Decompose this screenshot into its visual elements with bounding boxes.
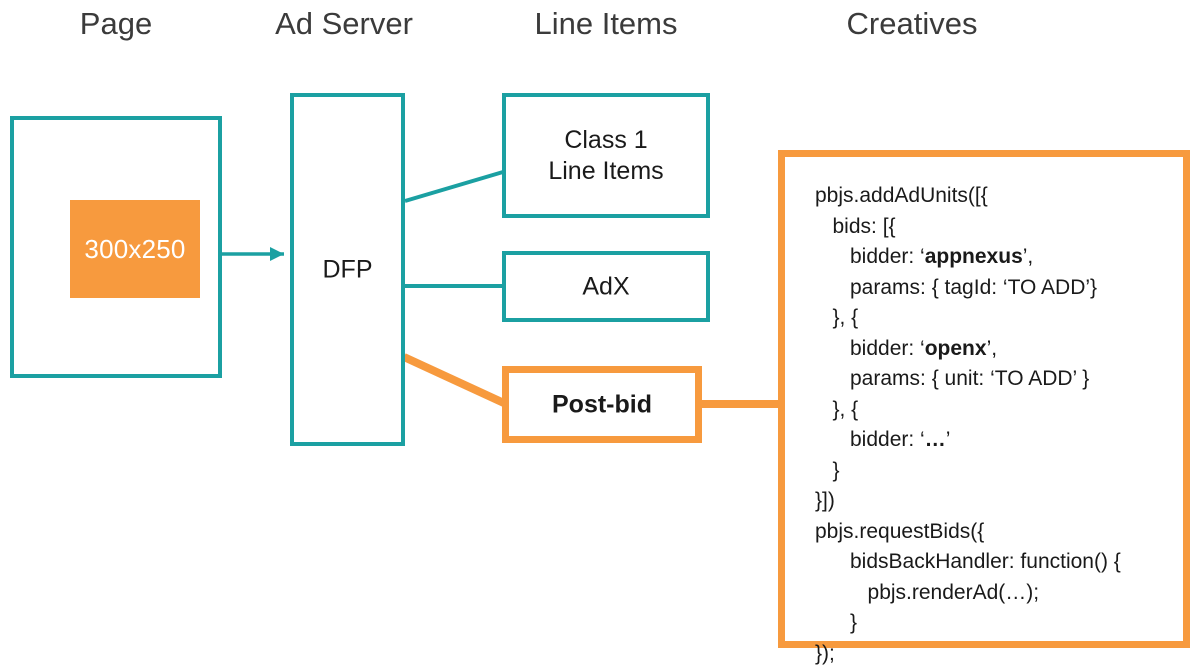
column-header-creatives: Creatives <box>775 8 1049 39</box>
code-line: pbjs.renderAd(…); <box>815 578 1165 609</box>
code-line: bidsBackHandler: function() { <box>815 547 1165 578</box>
dfp-label: DFP <box>294 254 401 285</box>
line-item-box-postbid[interactable]: Post-bid <box>502 366 702 443</box>
code-line: }); <box>815 639 1165 669</box>
code-line: pbjs.addAdUnits([{ <box>815 181 1165 212</box>
line-item-box-adx[interactable]: AdX <box>502 251 710 322</box>
connector-dfp-to-postbid <box>404 357 506 404</box>
creative-code-box[interactable]: pbjs.addAdUnits([{ bids: [{ bidder: ‘app… <box>778 150 1190 648</box>
column-header-ad-server: Ad Server <box>235 8 453 39</box>
column-header-page: Page <box>10 8 222 39</box>
ad-slot-label: 300x250 <box>84 234 185 265</box>
code-line: params: { unit: ‘TO ADD’ } <box>815 364 1165 395</box>
ad-slot-300x250[interactable]: 300x250 <box>70 200 200 298</box>
creative-code-lines: pbjs.addAdUnits([{ bids: [{ bidder: ‘app… <box>815 181 1165 669</box>
code-line: }, { <box>815 303 1165 334</box>
code-line: bidder: ‘openx’, <box>815 334 1165 365</box>
code-line: bidder: ‘appnexus’, <box>815 242 1165 273</box>
column-header-line-items: Line Items <box>500 8 712 39</box>
connector-dfp-to-class1 <box>405 172 503 201</box>
code-line: bids: [{ <box>815 212 1165 243</box>
code-line: } <box>815 456 1165 487</box>
code-line: }]) <box>815 486 1165 517</box>
code-line: params: { tagId: ‘TO ADD’} <box>815 273 1165 304</box>
dfp-box[interactable]: DFP <box>290 93 405 446</box>
code-line: pbjs.requestBids({ <box>815 517 1165 548</box>
code-line: }, { <box>815 395 1165 426</box>
line-item-label-adx: AdX <box>506 271 706 302</box>
line-item-label-postbid: Post-bid <box>509 389 695 420</box>
code-line: } <box>815 608 1165 639</box>
code-line: bidder: ‘…’ <box>815 425 1165 456</box>
